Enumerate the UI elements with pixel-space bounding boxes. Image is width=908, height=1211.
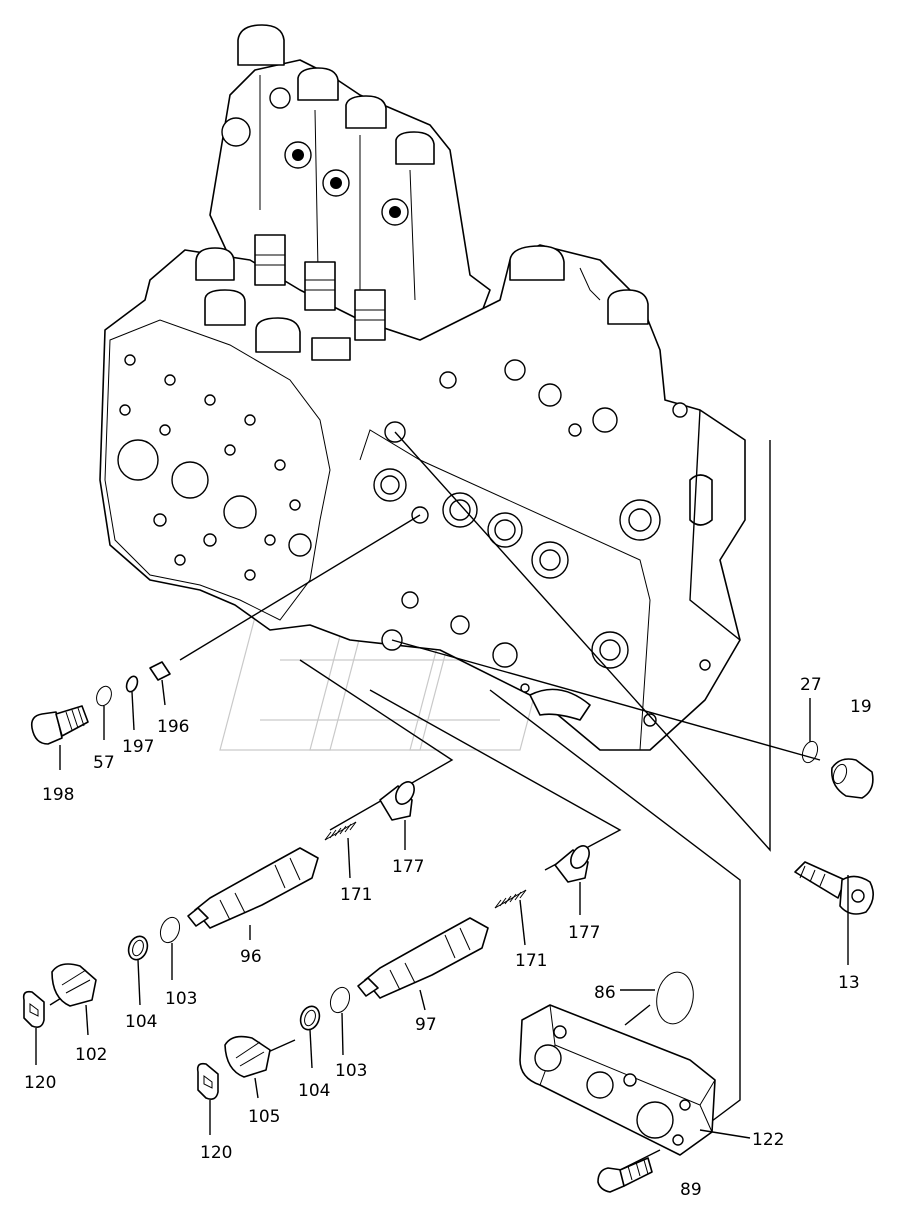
part-13-bolt bbox=[794, 861, 874, 915]
part-171-spring-upper bbox=[324, 821, 357, 841]
label-177-upper: 177 bbox=[392, 857, 424, 877]
label-96: 96 bbox=[240, 947, 262, 967]
label-177-lower: 177 bbox=[568, 923, 600, 943]
part-122-cover bbox=[519, 1004, 716, 1156]
label-198: 198 bbox=[42, 785, 74, 805]
part-198-plug bbox=[30, 705, 89, 745]
label-103-upper: 103 bbox=[165, 989, 197, 1009]
label-97: 97 bbox=[415, 1015, 437, 1035]
part-104-ring-lower bbox=[299, 1005, 321, 1031]
label-104-lower: 104 bbox=[298, 1081, 330, 1101]
part-171-spring-lower bbox=[494, 889, 527, 909]
label-171-lower: 171 bbox=[515, 951, 547, 971]
label-120-lower: 120 bbox=[200, 1143, 232, 1163]
part-57-oring bbox=[96, 685, 112, 707]
part-104-ring-upper bbox=[127, 935, 149, 961]
label-27: 27 bbox=[800, 675, 822, 695]
part-105-cap bbox=[224, 1035, 271, 1078]
part-177-cap-lower bbox=[554, 845, 590, 883]
control-valve-assembly bbox=[99, 24, 746, 751]
part-120-plate-lower bbox=[196, 1062, 219, 1100]
part-177-cap-upper bbox=[379, 781, 415, 821]
label-171-upper: 171 bbox=[340, 885, 372, 905]
part-197-ring bbox=[125, 675, 139, 693]
part-19-plug bbox=[830, 758, 874, 799]
part-102-cap bbox=[51, 963, 97, 1007]
part-97-spool bbox=[357, 917, 489, 999]
label-57: 57 bbox=[93, 753, 115, 773]
label-19: 19 bbox=[850, 697, 872, 717]
label-13: 13 bbox=[838, 973, 860, 993]
part-labels: 198 57 197 196 177 171 96 103 104 102 12… bbox=[24, 675, 872, 1200]
label-86: 86 bbox=[594, 983, 616, 1003]
part-27-oring bbox=[801, 740, 819, 764]
label-104-upper: 104 bbox=[125, 1012, 157, 1032]
label-120-upper: 120 bbox=[24, 1073, 56, 1093]
label-196: 196 bbox=[157, 717, 189, 737]
part-96-spool bbox=[187, 847, 319, 929]
label-122: 122 bbox=[752, 1130, 784, 1150]
part-103-oring-upper bbox=[159, 916, 181, 944]
label-105: 105 bbox=[248, 1107, 280, 1127]
part-196-orifice bbox=[149, 661, 171, 681]
label-102: 102 bbox=[75, 1045, 107, 1065]
callout-leaders bbox=[35, 679, 849, 1139]
part-120-plate-upper bbox=[22, 990, 45, 1028]
label-197: 197 bbox=[122, 737, 154, 757]
leader-lines bbox=[49, 409, 821, 1171]
label-89: 89 bbox=[680, 1180, 702, 1200]
part-103-oring-lower bbox=[329, 986, 351, 1014]
part-89-bolt bbox=[597, 1157, 653, 1193]
label-103-lower: 103 bbox=[335, 1061, 367, 1081]
part-86-oring bbox=[656, 971, 694, 1025]
